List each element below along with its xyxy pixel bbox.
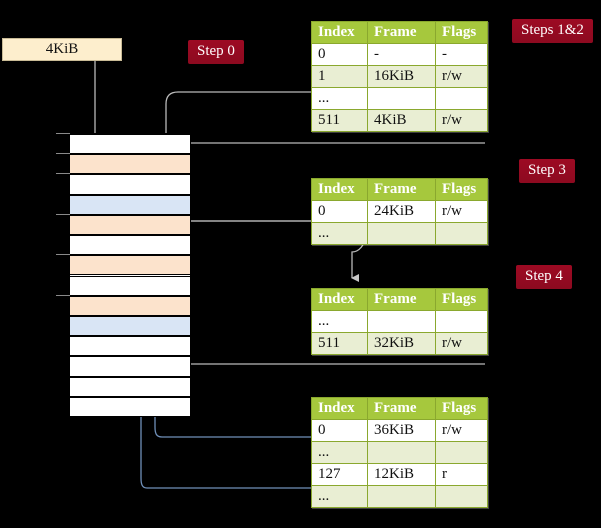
table-row[interactable]: ... [311,485,488,508]
mem-row-13 [70,396,190,417]
source-frame-label: 4KiB [45,41,79,57]
cell-index: 0 [311,200,368,223]
cell-flags: r [435,463,488,486]
cell-index: ... [311,310,368,333]
cell-flags [435,222,488,245]
memory-row-tick [56,173,70,175]
cell-index: 0 [311,419,368,442]
memory-row-tick [56,213,70,215]
cell-frame: 12KiB [367,463,436,486]
cell-flags: - [435,43,488,66]
cell-index: 511 [311,109,368,132]
mem-row-6 [70,255,190,276]
table-row[interactable]: ... [311,87,488,110]
cell-index: ... [311,441,368,464]
column-header-flags: Flags [435,397,488,420]
mem-row-2 [70,174,190,195]
cell-flags: r/w [435,109,488,132]
badge-step-0: Step 0 [188,40,244,64]
cell-flags [435,310,488,333]
badge-step-4: Step 4 [516,265,572,289]
cell-index: 0 [311,43,368,66]
mem-row-5 [70,235,190,256]
column-header-index: Index [311,178,368,201]
column-header-index: Index [311,21,368,44]
cell-frame: 32KiB [367,332,436,355]
column-header-frame: Frame [367,178,436,201]
cell-frame: 4KiB [367,109,436,132]
table-row[interactable]: ... [311,441,488,464]
memory-row-tick [56,133,70,134]
cell-frame: 16KiB [367,65,436,88]
column-header-frame: Frame [367,288,436,311]
memory-row-tick [56,254,70,256]
cell-frame [367,222,436,245]
column-header-index: Index [311,288,368,311]
badge-step-3: Step 3 [519,159,575,183]
column-header-flags: Flags [435,178,488,201]
cell-flags: r/w [435,332,488,355]
cell-frame: 24KiB [367,200,436,223]
cell-flags: r/w [435,65,488,88]
badge-steps-1-2: Steps 1&2 [512,19,593,43]
cell-index: ... [311,87,368,110]
column-header-flags: Flags [435,21,488,44]
cell-frame [367,310,436,333]
table-row[interactable]: ... [311,310,488,333]
mem-row-7 [70,275,190,296]
cell-index: 127 [311,463,368,486]
cell-flags: r/w [435,419,488,442]
memory-row-tick [56,294,70,296]
memory-row-tick [56,153,70,155]
mem-row-8 [70,295,190,316]
column-header-flags: Flags [435,288,488,311]
cell-flags [435,87,488,110]
mem-row-12 [70,376,190,397]
mem-row-4 [70,214,190,236]
cell-frame: - [367,43,436,66]
table-row[interactable]: 0-- [311,43,488,66]
mem-row-1 [70,154,190,175]
physical-memory-column [69,133,191,417]
mem-row-9 [70,315,190,337]
column-header-frame: Frame [367,397,436,420]
cell-frame [367,441,436,464]
source-frame-box: 4KiB [2,38,122,61]
cell-index: ... [311,222,368,245]
cell-frame [367,485,436,508]
cell-frame [367,87,436,110]
cell-flags: r/w [435,200,488,223]
cell-frame: 36KiB [367,419,436,442]
table-row[interactable]: ... [311,222,488,245]
column-header-frame: Frame [367,21,436,44]
mem-row-10 [70,336,190,357]
mem-row-3 [70,194,190,215]
column-header-index: Index [311,397,368,420]
cell-index: 1 [311,65,368,88]
cell-index: 511 [311,332,368,355]
mem-row-11 [70,356,190,377]
mem-row-0 [70,134,190,155]
cell-flags [435,441,488,464]
cell-flags [435,485,488,508]
cell-index: ... [311,485,368,508]
